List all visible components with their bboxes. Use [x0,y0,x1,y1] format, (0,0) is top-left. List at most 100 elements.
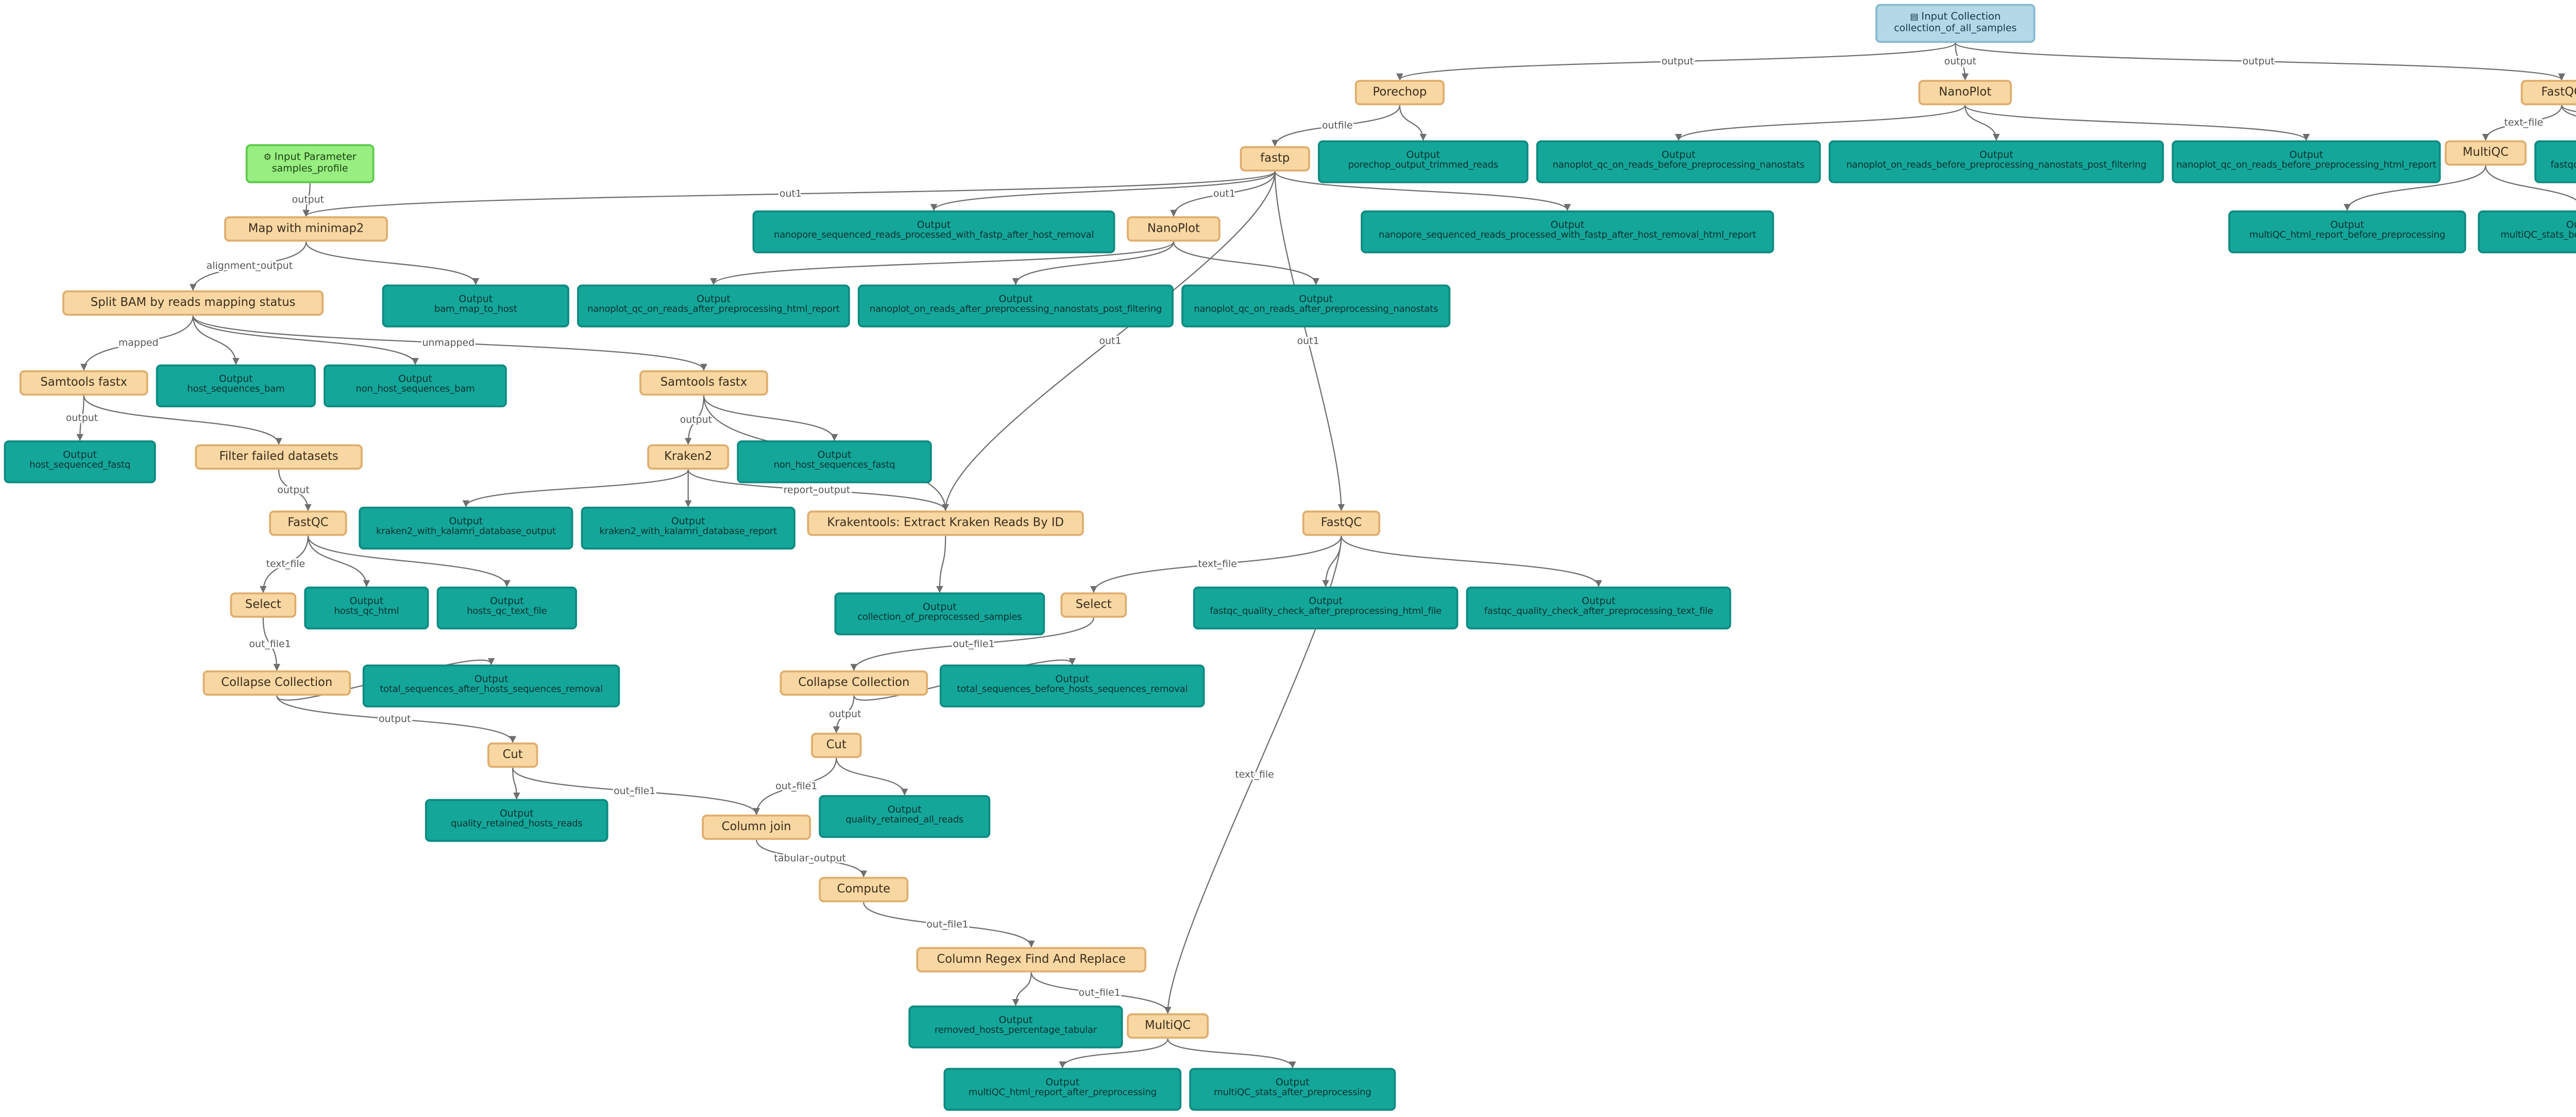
node-samtools-nonhost[interactable]: Samtools fastx [639,370,768,396]
node-select-after[interactable]: Select [1060,592,1127,618]
out-bam-host-label: bam_map_to_host [434,306,517,316]
node-cut-host[interactable]: Cut [487,742,538,768]
edge-input-collection-to-porechop [1396,42,1956,81]
output-box-title: Output [398,374,432,386]
node-fastqc-before[interactable]: FastQC [2520,80,2576,106]
node-out-fastqc-before-text[interactable]: Outputfastqc_quality_check_before_prepro… [2534,140,2576,183]
node-porechop[interactable]: Porechop [1354,80,1445,106]
edge-fastp-to-fastqc-after [1274,171,1345,511]
nanoplot-before-label: NanoPlot [1939,85,1992,99]
fastqc-before-label: FastQC [2541,85,2576,99]
regex-replace-label: Column Regex Find And Replace [937,953,1126,967]
edge-select-host-to-collapse-host [262,617,281,671]
node-fastqc-after[interactable]: FastQC [1302,510,1381,536]
output-box-title: Output [697,294,731,306]
edge-nanoplot-after-to-out-nanoplot-after-stats [1173,242,1319,285]
output-box-title: Output [1055,674,1090,686]
node-collapse-all[interactable]: Collapse Collection [779,670,928,696]
column-join-label: Column join [721,820,791,834]
out-multiqc-before-html-label: multiQC_html_report_before_preprocessing [2249,232,2446,242]
fastqc-host-label: FastQC [287,516,329,530]
node-kraken2[interactable]: Kraken2 [647,444,730,470]
node-multiqc-before[interactable]: MultiQC [2445,140,2527,166]
node-compute[interactable]: Compute [819,877,909,902]
samtools-host-label: Samtools fastx [40,375,127,390]
node-krakentools[interactable]: Krakentools: Extract Kraken Reads By ID [807,510,1084,536]
collapse-host-label: Collapse Collection [221,676,333,690]
edge-label: text_file [1198,558,1237,570]
node-fastp[interactable]: fastp [1240,146,1310,171]
edge-label: report_output [784,484,851,495]
edge-select-after-to-collapse-all [850,617,1094,671]
node-filter-failed[interactable]: Filter failed datasets [195,444,363,470]
node-split-bam[interactable]: Split BAM by reads mapping status [62,290,324,316]
cut-all-label: Cut [826,738,846,752]
node-collapse-host[interactable]: Collapse Collection [202,670,351,696]
out-total-before-label: total_sequences_before_hosts_sequences_r… [957,686,1188,696]
output-box-title: Output [474,674,509,686]
input-collection-title-text: Input Collection [1921,11,2001,23]
edge-cut-host-to-column-join [512,767,760,815]
output-box-title: Output [998,1015,1033,1027]
node-minimap2[interactable]: Map with minimap2 [224,216,388,242]
edge-collapse-all-to-cut-all [833,695,855,733]
node-fastqc-host[interactable]: FastQC [269,510,347,536]
node-nanoplot-after[interactable]: NanoPlot [1127,216,1221,242]
node-select-host[interactable]: Select [230,592,297,618]
edge-compute-to-regex-replace [863,902,1035,948]
out-kraken-report-label: kraken2_with_kalamri_database_report [599,528,777,538]
node-samtools-host[interactable]: Samtools fastx [19,370,148,396]
node-multiqc-after[interactable]: MultiQC [1127,1013,1209,1039]
edge-multiqc-after-to-out-multiqc-after-html [1059,1038,1168,1069]
output-box-title: Output [489,596,524,609]
input-parameter-title: ⚙Input Parameter [263,151,357,164]
out-quality-all-label: quality_retained_all_reads [845,816,964,827]
node-cut-all[interactable]: Cut [811,732,862,758]
edge-nanoplot-after-to-out-nanoplot-after-post [1012,242,1175,285]
edge-multiqc-before-to-out-multiqc-before-stats [2485,165,2576,201]
multiqc-after-label: MultiQC [1144,1019,1191,1033]
node-nanoplot-before[interactable]: NanoPlot [1918,80,2012,106]
edge-krakentools-to-out-preprocessed [936,536,946,593]
node-column-join[interactable]: Column join [702,814,811,840]
edge-label: output [277,484,309,495]
node-regex-replace[interactable]: Column Regex Find And Replace [916,947,1146,973]
nanoplot-after-label: NanoPlot [1147,222,1200,236]
edge-label: out1 [779,188,802,199]
edge-label: out_file1 [926,919,968,930]
